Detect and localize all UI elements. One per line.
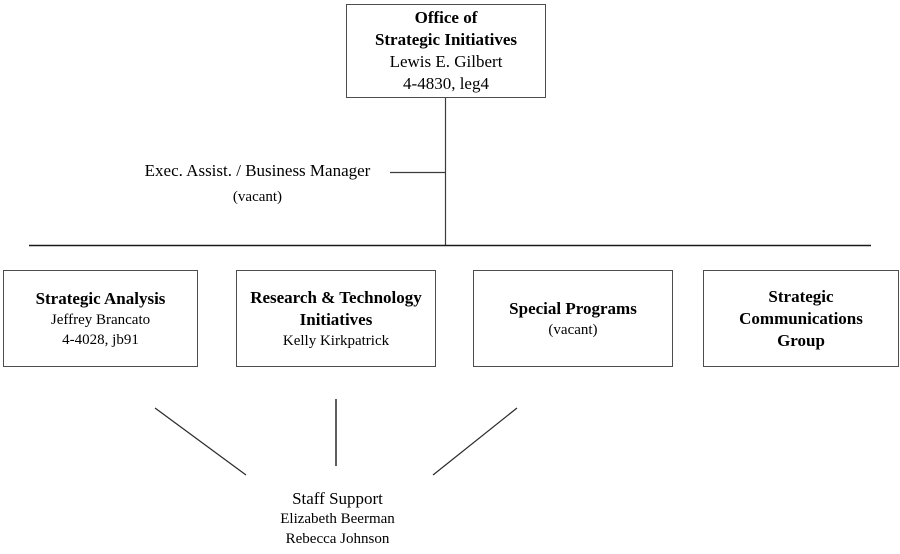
root-title-line-1: Office of [414,8,478,27]
node-strategic-communications-group: Strategic Communications Group [703,270,899,367]
root-title-line-2: Strategic Initiatives [374,30,518,49]
staff-support-member-1: Elizabeth Beerman [280,511,395,527]
connector-special-to-staff [432,407,518,476]
connector-analysis-to-staff [154,407,247,476]
dept-1-contact: 4-4028, jb91 [62,331,139,348]
node-special-programs: Special Programs (vacant) [473,270,673,367]
node-office-of-strategic-initiatives: Office of Strategic Initiatives Lewis E.… [346,4,546,98]
dept-1-person: Jeffrey Brancato [50,311,151,328]
exec-assistant-status: (vacant) [232,189,283,205]
exec-assistant-title: Exec. Assist. / Business Manager [144,161,371,180]
node-research-technology-initiatives: Research & Technology Initiatives Kelly … [236,270,436,367]
label-staff-support: Staff Support Elizabeth Beerman Rebecca … [235,488,440,549]
root-person: Lewis E. Gilbert [389,52,503,71]
root-contact: 4-4830, leg4 [403,74,489,93]
label-exec-assistant: Exec. Assist. / Business Manager (vacant… [125,161,390,206]
dept-1-title: Strategic Analysis [35,288,166,308]
dept-2-title-line-1: Research & Technology [250,287,422,307]
dept-4-title-line-1: Strategic [768,286,834,306]
dept-2-person: Kelly Kirkpatrick [282,332,390,349]
staff-support-member-2: Rebecca Johnson [285,531,390,547]
dept-4-title-line-2: Communications [739,308,863,328]
dept-4-title-line-3: Group [777,330,825,350]
dept-2-title-line-2: Initiatives [299,309,373,329]
staff-support-title: Staff Support [292,489,383,508]
node-strategic-analysis: Strategic Analysis Jeffrey Brancato 4-40… [3,270,198,367]
dept-3-status: (vacant) [548,321,598,338]
dept-3-title: Special Programs [509,298,637,318]
